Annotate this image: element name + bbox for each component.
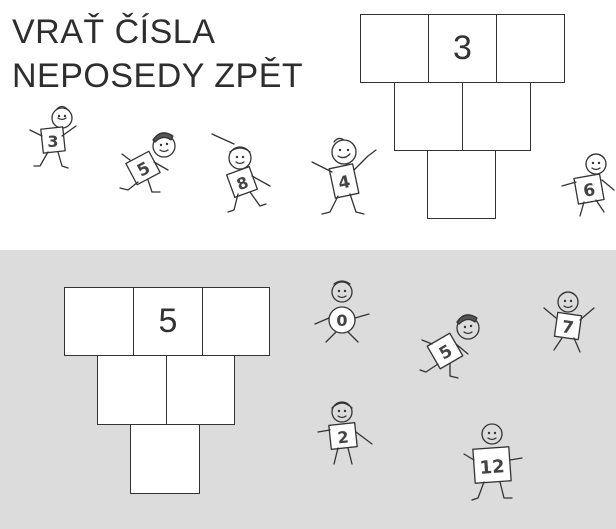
pyramid-cell[interactable] [394,82,463,151]
pyramid-cell[interactable] [166,355,235,425]
figure-3[interactable]: 3 [22,102,84,174]
pyramid-cell[interactable] [496,14,565,83]
figure-5[interactable]: 5 [108,126,188,196]
pyramid-cell[interactable] [97,355,167,425]
pyramid-cell[interactable] [427,150,496,219]
figure-12[interactable]: 12 [458,420,528,506]
figure-number: 2 [337,427,350,447]
worksheet-title: VRAŤ ČÍSLA NEPOSEDY ZPĚT [12,10,303,98]
figure-number: 6 [582,180,597,202]
pyramid-cell[interactable] [64,287,134,356]
figure-5b[interactable]: 5 [410,308,490,380]
figure-7[interactable]: 7 [538,288,604,356]
pyramid-cell[interactable] [130,424,200,494]
figure-number: 0 [336,311,347,330]
pyramid-cell[interactable]: 5 [133,287,203,356]
pyramid-cell[interactable]: 3 [428,14,497,83]
figure-number: 7 [560,317,575,338]
figure-6[interactable]: 6 [556,150,616,220]
figure-2[interactable]: 2 [312,398,378,470]
title-line-2: NEPOSEDY ZPĚT [12,57,304,95]
figure-number: 12 [479,456,505,479]
figure-0[interactable]: 0 [306,278,380,348]
figure-4[interactable]: 4 [308,132,388,224]
figure-number: 3 [47,132,58,151]
title-line-1: VRAŤ ČÍSLA [12,13,216,51]
figure-number: 4 [337,172,353,194]
pyramid-cell[interactable] [202,287,270,356]
figure-8[interactable]: 8 [206,132,286,216]
pyramid-cell[interactable] [360,14,429,83]
pyramid-cell[interactable] [462,82,531,151]
